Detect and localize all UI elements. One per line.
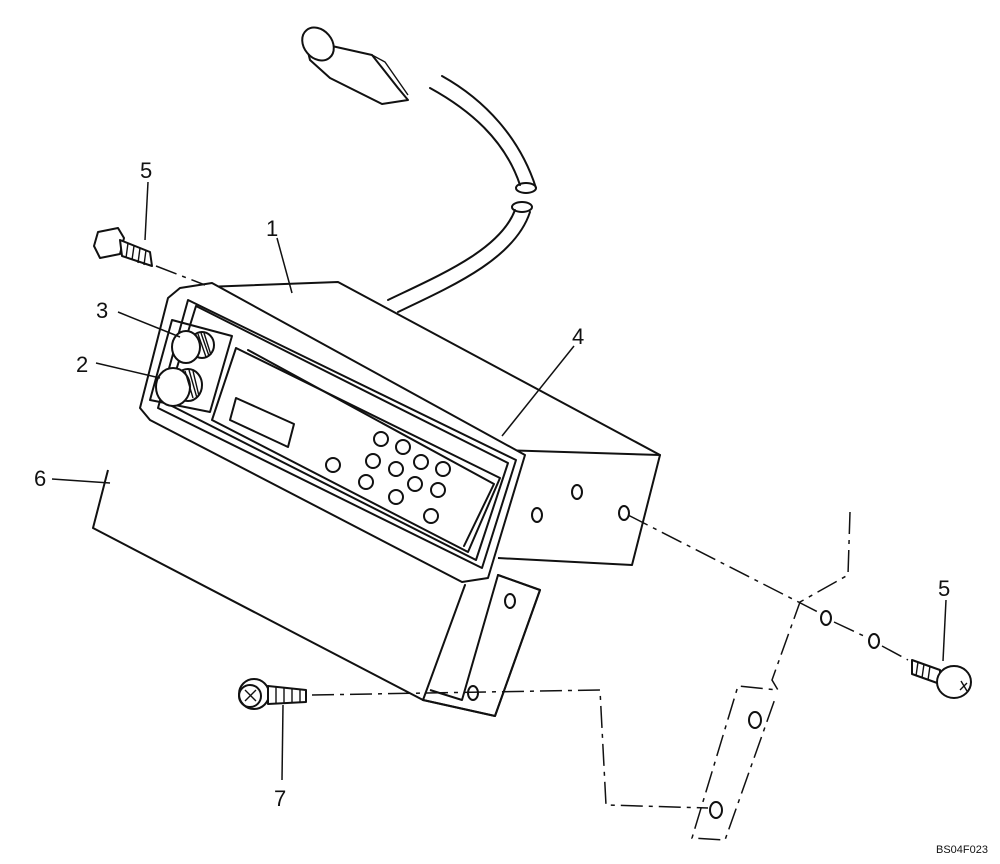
key-6 — [435, 461, 451, 477]
bracket-washer-2 — [868, 633, 880, 649]
display-window — [229, 397, 295, 448]
leader-6 — [51, 478, 111, 484]
housing-hole-2 — [531, 507, 543, 523]
screw-7 — [238, 678, 307, 710]
key-9 — [325, 457, 341, 473]
leader-1 — [276, 237, 293, 294]
antenna-cable — [301, 26, 537, 313]
screw-5-top — [93, 227, 206, 286]
figure-code: BS04F023 — [936, 844, 988, 856]
plate-hole-top — [504, 593, 516, 609]
housing-hole-1 — [571, 484, 583, 500]
leader-4 — [501, 345, 575, 437]
keypad-buttons — [325, 431, 451, 524]
leader-5-top — [144, 181, 149, 241]
callout-5-top: 5 — [140, 158, 152, 183]
key-11 — [388, 489, 404, 505]
callout-7: 7 — [274, 786, 286, 811]
key-5 — [413, 454, 429, 470]
knob-small — [171, 330, 215, 364]
bracket-hole-top — [748, 711, 762, 729]
vehicle-bracket — [691, 511, 880, 841]
key-1 — [373, 431, 389, 447]
leader-lines — [51, 181, 947, 781]
key-3 — [365, 453, 381, 469]
key-12 — [423, 508, 439, 524]
bracket-washer-1 — [820, 610, 832, 626]
housing-hole-3 — [618, 505, 630, 521]
callout-1: 1 — [266, 216, 278, 241]
key-4 — [388, 461, 404, 477]
key-8 — [430, 482, 446, 498]
leader-7 — [281, 704, 284, 781]
key-10 — [358, 474, 374, 490]
key-2 — [395, 439, 411, 455]
assembly-lines — [311, 514, 909, 809]
key-7 — [407, 476, 423, 492]
knob-large — [155, 367, 203, 407]
bracket-hole-bottom — [709, 801, 723, 819]
callout-3: 3 — [96, 298, 108, 323]
screw-5-right — [911, 659, 972, 699]
callout-5-right: 5 — [938, 576, 950, 601]
callout-6: 6 — [34, 466, 46, 491]
callout-4: 4 — [572, 324, 584, 349]
leader-5-right — [942, 599, 947, 662]
callout-2: 2 — [76, 352, 88, 377]
leader-2 — [95, 362, 161, 379]
leader-3 — [117, 311, 181, 338]
